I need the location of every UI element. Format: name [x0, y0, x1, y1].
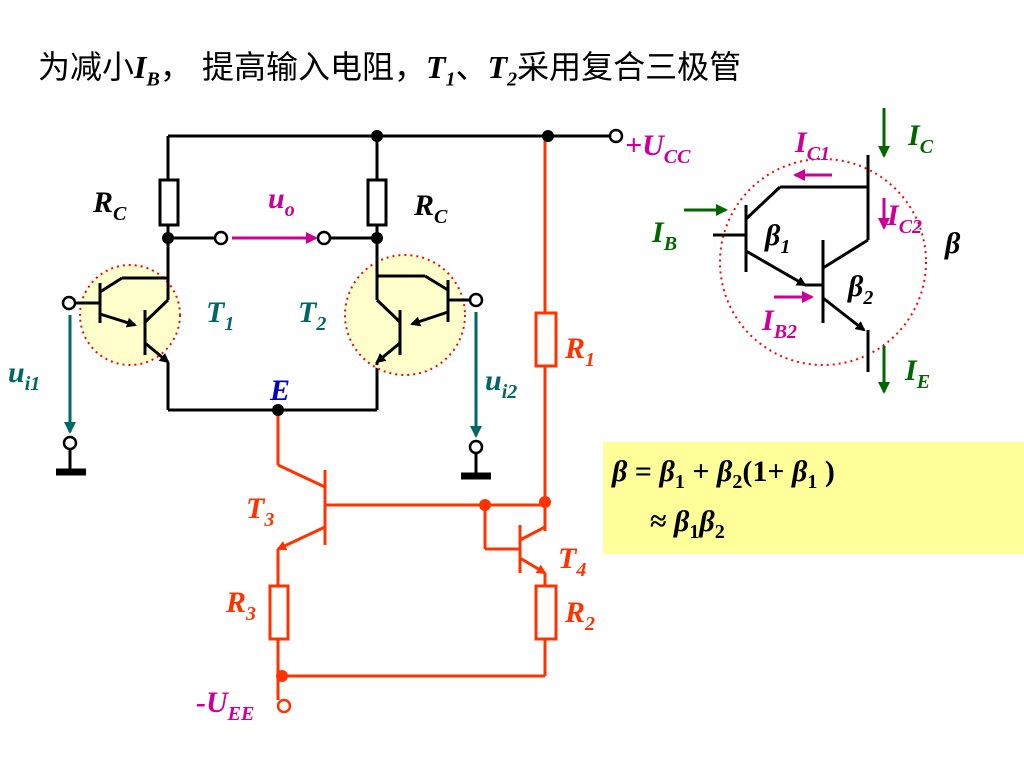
t2-composite-transistor [375, 252, 470, 365]
composite-detail-circle [719, 158, 927, 366]
junction-dot [479, 499, 491, 511]
formula-line-1: β = β1 + β2(1+ β1 ) [612, 455, 835, 493]
ib2-label: IB2 [761, 304, 797, 343]
junction-dot [162, 232, 174, 244]
formula-line-2: ≈ β1β2 [650, 505, 725, 543]
uo-right-terminal [316, 230, 332, 246]
ui2-label: ui2 [485, 364, 517, 403]
junction-dot [371, 130, 383, 142]
ui1-input-terminal [61, 295, 77, 311]
junction-dot [276, 670, 288, 682]
ui2-input-terminal [468, 292, 484, 308]
formula-box [603, 442, 1024, 554]
ui1-label: ui1 [8, 356, 40, 395]
r1-resistor [534, 311, 558, 368]
r3-resistor [268, 584, 290, 641]
t1-label: T1 [206, 296, 234, 335]
composite-transistor-detail [713, 155, 870, 372]
t3-label: T3 [246, 492, 274, 531]
junction-dot-e [272, 404, 284, 416]
beta-total-label: β [944, 227, 961, 260]
rc-left-label: RC [92, 186, 127, 225]
r1-label: R1 [564, 332, 595, 371]
vcc-terminal [608, 128, 624, 144]
junction-dot [542, 130, 554, 142]
t1-highlight-circle [79, 264, 181, 366]
rc-right-resistor [366, 178, 388, 227]
rc-right-label: RC [413, 189, 448, 228]
r3-label: R3 [225, 586, 256, 625]
ic-label: IC [907, 119, 934, 158]
ib-label: IB [651, 216, 677, 255]
ui1-ground-terminal [62, 435, 78, 451]
ic2-label: IC2 [886, 199, 922, 238]
vee-terminal [276, 698, 292, 714]
vee-label: -UEE [196, 686, 254, 725]
ic1-label: IC1 [794, 126, 830, 165]
differential-pair [158, 134, 614, 412]
current-source [268, 136, 558, 700]
junction-dot [371, 232, 383, 244]
t2-highlight-circle [344, 254, 466, 376]
t2-label: T2 [298, 296, 326, 335]
beta-formula: β = β1 + β2(1+ β1 ) ≈ β1β2 [612, 452, 835, 552]
r2-resistor [534, 584, 558, 641]
vcc-label: +UCC [625, 129, 691, 168]
rc-left-resistor [158, 178, 180, 227]
e-node-label: E [269, 374, 290, 407]
r2-label: R2 [564, 596, 595, 635]
t4-label: T4 [558, 542, 586, 581]
slide-title: 为减小IB， 提高输入电阻，T1、T2采用复合三极管 [38, 48, 742, 91]
beta2-label: β2 [847, 270, 873, 309]
t1-composite-transistor [75, 252, 170, 365]
beta1-label: β1 [764, 219, 790, 258]
uo-label: uo [268, 182, 295, 221]
ie-label: IE [904, 354, 930, 393]
ui2-ground-terminal [468, 439, 484, 455]
junction-dot [539, 496, 551, 508]
uo-left-terminal [213, 230, 229, 246]
